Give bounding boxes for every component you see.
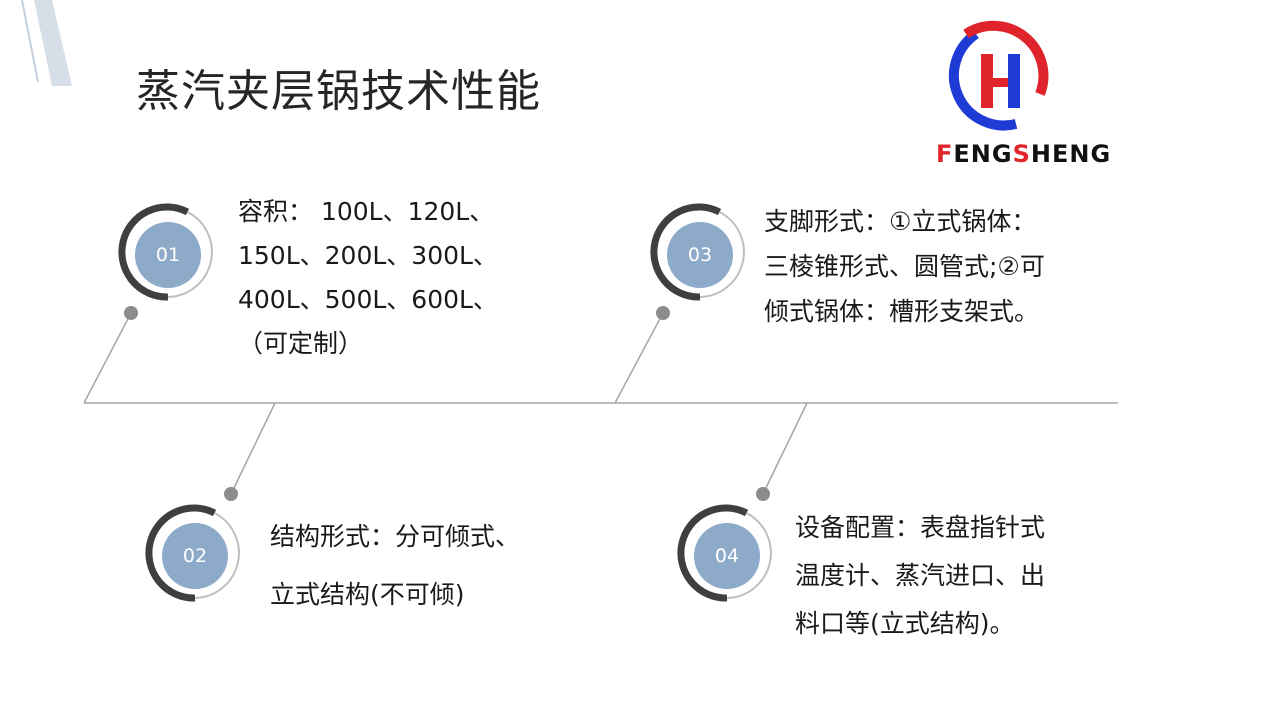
logo-h-cross	[993, 78, 1008, 87]
ring-04	[677, 504, 772, 602]
logo-blue-arc	[948, 29, 1018, 131]
connector-04	[762, 402, 808, 495]
connector-01	[83, 312, 132, 404]
item-number-03: 03	[667, 222, 733, 288]
connector-03	[614, 312, 664, 404]
corner-stripe-light	[34, 0, 72, 86]
brand-wordmark: FENGSHENG	[936, 140, 1112, 168]
item-number-04: 04	[694, 523, 760, 589]
item-number-02: 02	[162, 523, 228, 589]
logo-h-right-bar	[1008, 54, 1020, 108]
corner-stripe-thin	[21, 0, 39, 83]
logo-red-arc	[963, 20, 1049, 96]
ring-03	[650, 203, 745, 301]
ring-02	[145, 504, 240, 602]
connector-02	[230, 402, 276, 495]
item-number-01: 01	[135, 222, 201, 288]
page-title: 蒸汽夹层锅技术性能	[136, 66, 541, 117]
connector-dot-01	[124, 306, 138, 320]
connector-dot-03	[656, 306, 670, 320]
logo-h-left-bar	[981, 54, 993, 108]
connector-dot-04	[756, 487, 770, 501]
connector-dot-02	[224, 487, 238, 501]
logo-mark	[948, 20, 1049, 131]
item-text-01: 容积： 100L、120L、 150L、200L、300L、 400L、500L…	[238, 197, 498, 358]
item-text-03: 支脚形式：①立式锅体： 三棱锥形式、圆管式;②可 倾式锅体：槽形支架式。	[764, 207, 1045, 326]
item-text-04: 设备配置：表盘指针式 温度计、蒸汽进口、出 料口等(立式结构)。	[795, 513, 1046, 638]
item-text-02: 结构形式：分可倾式、 立式结构(不可倾)	[270, 522, 521, 609]
ring-01	[118, 203, 213, 301]
